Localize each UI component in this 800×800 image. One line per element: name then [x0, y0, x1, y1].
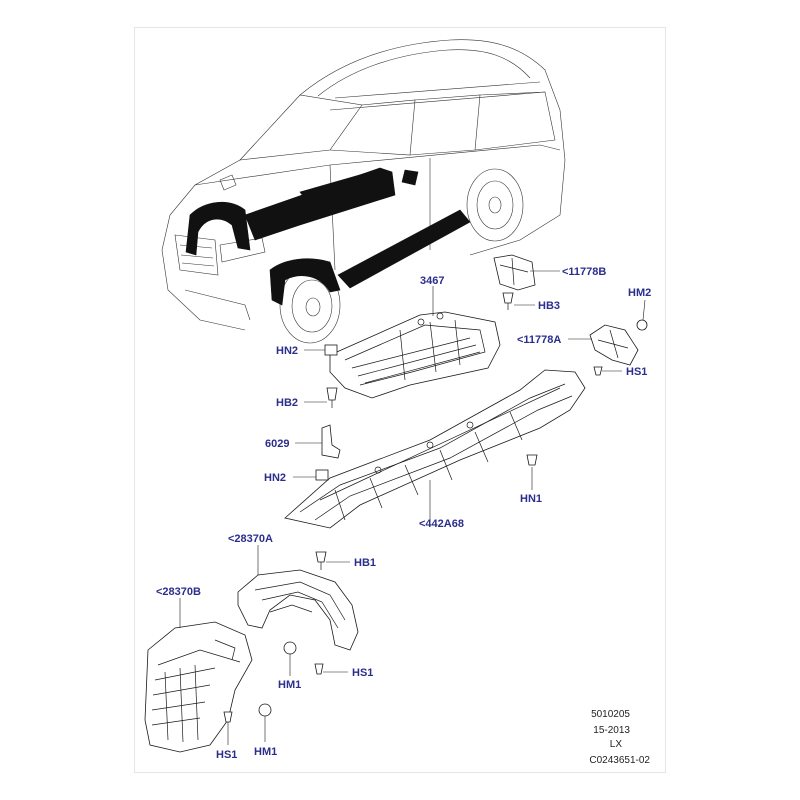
vehicle-shields — [185, 167, 471, 306]
part-3467 — [329, 311, 501, 399]
callout-hb1: HB1 — [354, 557, 376, 569]
callout-28370a: <28370A — [228, 533, 273, 545]
callout-28370b: <28370B — [156, 586, 201, 598]
vehicle-outline — [161, 39, 566, 344]
callout-hb2: HB2 — [276, 397, 298, 409]
part-28370B — [144, 621, 253, 753]
reference-block: 5010205 15-2013 LX C0243651-02 — [589, 709, 650, 766]
part-11778A — [589, 324, 639, 366]
reference-number: 5010205 — [591, 709, 630, 720]
callout-3467: 3467 — [420, 275, 444, 287]
callout-hs1-right: HS1 — [626, 366, 647, 378]
callout-hm1-lower: HM1 — [254, 746, 277, 758]
callout-hn2-lower: HN2 — [264, 472, 286, 484]
callout-11778b: <11778B — [562, 266, 606, 278]
callout-hm2: HM2 — [628, 287, 651, 299]
part-6029 — [321, 424, 341, 459]
callout-hm1-upper: HM1 — [278, 679, 301, 691]
reference-date: 15-2013 — [593, 725, 630, 736]
reference-model: LX — [610, 739, 623, 750]
part-28370A — [237, 569, 359, 651]
leader-lines — [179, 270, 646, 745]
callout-hb3: HB3 — [538, 300, 560, 312]
callout-6029: 6029 — [265, 438, 289, 450]
callout-hs1-lower: HS1 — [216, 749, 237, 761]
callout-hn2-upper: HN2 — [276, 345, 298, 357]
part-11778B — [493, 254, 536, 291]
callout-442a68: <442A68 — [419, 518, 464, 530]
callout-11778a: <11778A — [517, 334, 561, 346]
part-442A68 — [284, 369, 586, 529]
reference-code: C0243651-02 — [589, 755, 650, 766]
callout-hn1: HN1 — [520, 493, 542, 505]
callout-hs1-middle: HS1 — [352, 667, 373, 679]
callout-labels: <11778B 3467 HB3 HM2 <11778A HN2 HS1 HB2… — [156, 266, 651, 761]
